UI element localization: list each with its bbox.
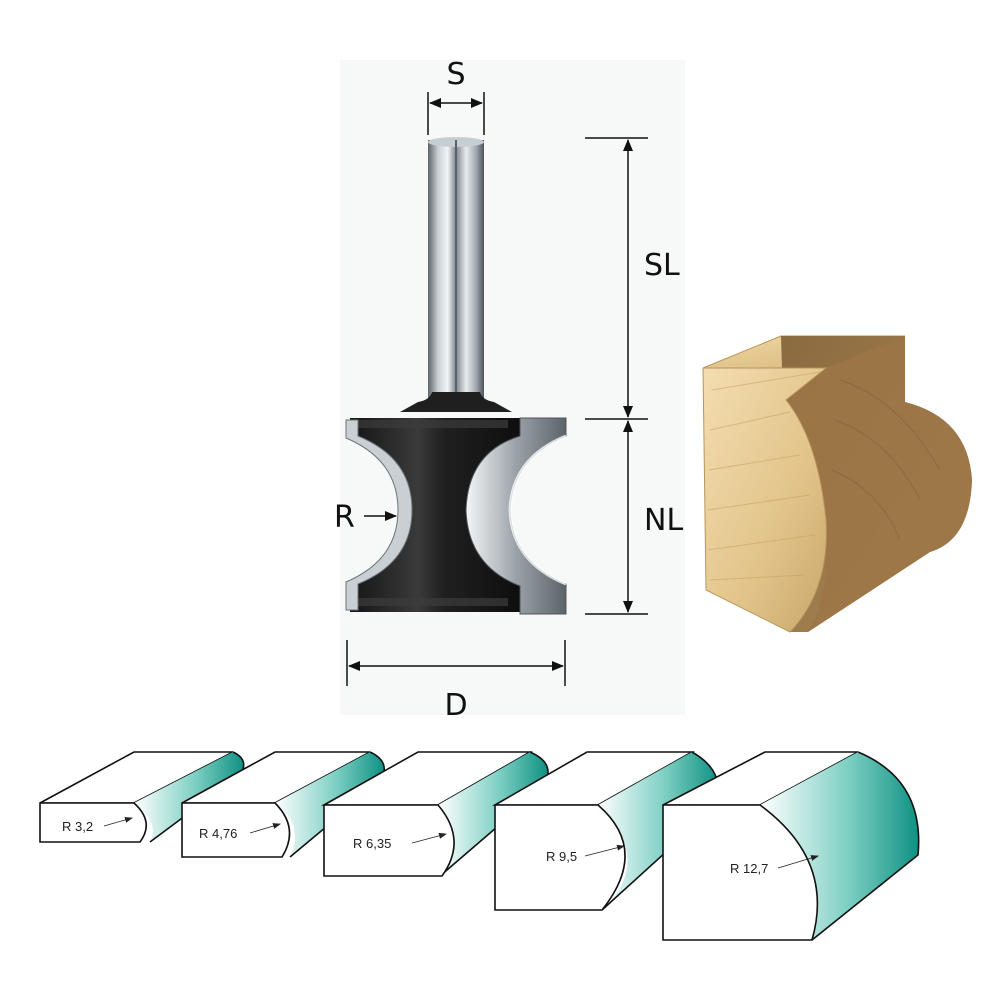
label-d: D — [444, 688, 467, 723]
wood-sample — [702, 335, 972, 633]
profile-r-3-2: R 3,2 — [39, 751, 245, 843]
profile-label: R 4,76 — [199, 826, 237, 841]
profile-label: R 9,5 — [546, 849, 577, 864]
dimension-sl: SL — [585, 137, 680, 420]
label-r: R — [334, 500, 355, 535]
label-nl: NL — [644, 503, 683, 538]
bit-backdrop — [340, 60, 685, 715]
dimension-nl: NL — [585, 420, 683, 615]
router-bit — [345, 137, 567, 615]
profile-r-6-35: R 6,35 — [320, 751, 549, 877]
profile-label: R 6,35 — [353, 836, 391, 851]
label-s: S — [446, 57, 465, 92]
label-sl: SL — [644, 248, 680, 283]
carbide-blade-left — [345, 419, 413, 611]
dimension-d: D — [346, 640, 566, 723]
bit-neck — [400, 392, 512, 412]
profile-label: R 12,7 — [730, 861, 768, 876]
dimension-s: S — [427, 57, 485, 135]
profile-label: R 3,2 — [62, 819, 93, 834]
shank — [428, 137, 484, 402]
profile-r-12-7: R 12,7 — [662, 751, 920, 941]
dimension-r: R — [334, 500, 397, 535]
